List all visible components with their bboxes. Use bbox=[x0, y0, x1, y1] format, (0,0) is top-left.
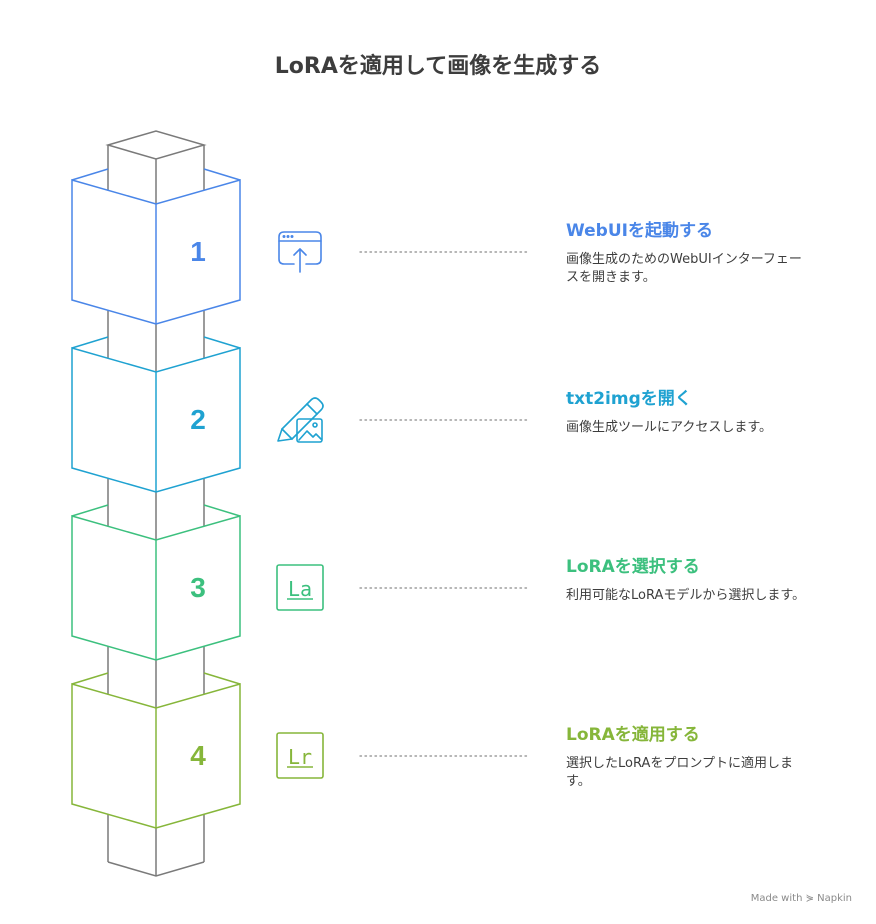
pencil-image-icon bbox=[277, 397, 324, 443]
step-cube-3 bbox=[71, 504, 241, 661]
lora-icon-text: La bbox=[288, 577, 312, 601]
step-number-2: 2 bbox=[190, 404, 206, 435]
step-cube-2 bbox=[71, 336, 241, 493]
step-number-3: 3 bbox=[190, 572, 206, 603]
apply-icon-text: Lr bbox=[288, 745, 312, 769]
page-title: LoRAを適用して画像を生成する bbox=[274, 54, 602, 79]
browser-upload-icon bbox=[278, 231, 322, 273]
step-heading-1: WebUIを起動する bbox=[566, 221, 713, 241]
step-description-4: 選択したLoRAをプロンプトに適用します。 bbox=[566, 756, 793, 789]
step-heading-2: txt2imgを開く bbox=[566, 389, 692, 409]
step-description-3: 利用可能なLoRAモデルから選択します。 bbox=[566, 588, 806, 603]
step-cube-1 bbox=[71, 168, 241, 325]
step-number-4: 4 bbox=[190, 740, 206, 771]
step-number-1: 1 bbox=[190, 236, 206, 267]
step-description-1: 画像生成のためのWebUIインターフェースを開きます。 bbox=[566, 252, 802, 285]
step-cube-4 bbox=[71, 672, 241, 829]
apply-text-icon: Lr bbox=[276, 732, 324, 779]
step-description-2: 画像生成ツールにアクセスします。 bbox=[566, 420, 773, 435]
step-heading-4: LoRAを適用する bbox=[566, 725, 700, 745]
step-heading-3: LoRAを選択する bbox=[566, 557, 700, 577]
lora-text-icon: La bbox=[276, 564, 324, 611]
made-with-napkin-footer[interactable]: Made with ⋟ Napkin bbox=[750, 893, 852, 904]
